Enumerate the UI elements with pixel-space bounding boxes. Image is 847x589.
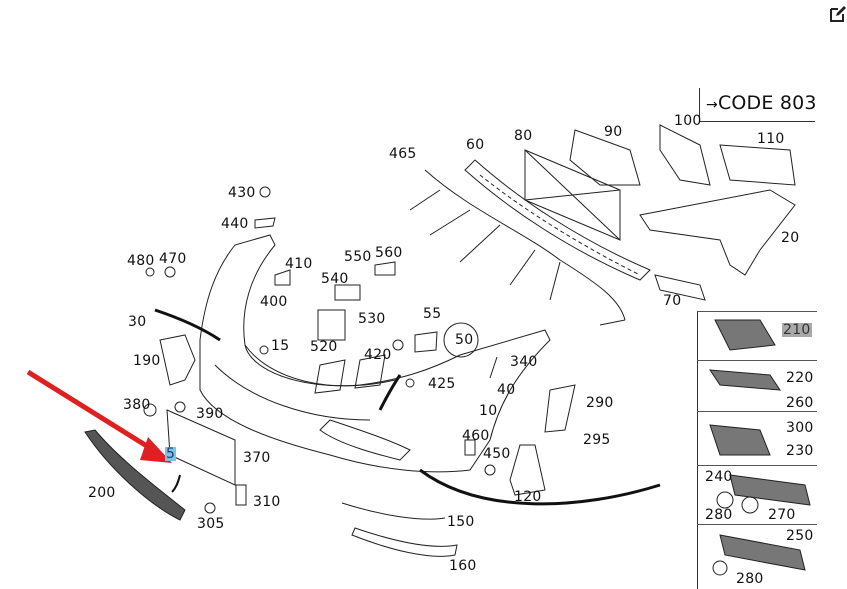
part-label-550[interactable]: 550 [344, 249, 372, 265]
part-label-210[interactable]: 210 [782, 322, 812, 338]
panel-divider [697, 524, 817, 525]
part-label-470[interactable]: 470 [159, 251, 187, 267]
part-label-5-highlighted[interactable]: 5 [165, 446, 177, 462]
part-label-160[interactable]: 160 [449, 558, 477, 574]
part-label-120[interactable]: 120 [514, 489, 542, 505]
license-plate-holder-shape [166, 409, 236, 486]
part-label-465[interactable]: 465 [389, 146, 417, 162]
part-label-230[interactable]: 230 [786, 443, 814, 459]
part-label-200[interactable]: 200 [88, 485, 116, 501]
code-label: →︎CODE 803 [706, 92, 817, 114]
part-label-540[interactable]: 540 [321, 271, 349, 287]
part-label-80[interactable]: 80 [514, 128, 533, 144]
part-label-300[interactable]: 300 [786, 420, 814, 436]
part-label-480[interactable]: 480 [127, 253, 155, 269]
part-label-340[interactable]: 340 [510, 354, 538, 370]
lower-grille-shape [84, 429, 186, 521]
part-label-150[interactable]: 150 [447, 514, 475, 530]
part-label-90[interactable]: 90 [604, 124, 623, 140]
part-label-305[interactable]: 305 [197, 516, 225, 532]
part-label-400[interactable]: 400 [260, 294, 288, 310]
edit-icon[interactable] [829, 5, 847, 23]
part-label-450[interactable]: 450 [483, 446, 511, 462]
part-label-40[interactable]: 40 [497, 382, 516, 398]
part-label-10[interactable]: 10 [479, 403, 498, 419]
part-label-295[interactable]: 295 [583, 432, 611, 448]
part-label-380[interactable]: 380 [123, 397, 151, 413]
part-label-270[interactable]: 270 [768, 507, 796, 523]
panel-divider [697, 465, 817, 466]
part-label-460[interactable]: 460 [462, 428, 490, 444]
part-label-70[interactable]: 70 [663, 293, 682, 309]
bumper-beam-shape [464, 159, 651, 281]
arrow-right-icon: →︎ [706, 97, 718, 113]
part-label-60[interactable]: 60 [466, 137, 485, 153]
part-label-370[interactable]: 370 [243, 450, 271, 466]
part-label-560[interactable]: 560 [375, 245, 403, 261]
part-label-55[interactable]: 55 [423, 306, 442, 322]
part-label-520[interactable]: 520 [310, 339, 338, 355]
part-label-530[interactable]: 530 [358, 311, 386, 327]
part-label-110[interactable]: 110 [757, 131, 785, 147]
part-label-280b[interactable]: 280 [736, 571, 764, 587]
panel-divider [697, 411, 817, 412]
part-label-30[interactable]: 30 [128, 314, 147, 330]
part-label-220[interactable]: 220 [786, 370, 814, 386]
part-label-190[interactable]: 190 [133, 353, 161, 369]
code-callout-frame [699, 88, 815, 122]
part-label-420[interactable]: 420 [364, 347, 392, 363]
red-pointer-arrow [26, 369, 160, 456]
part-label-50[interactable]: 50 [455, 332, 474, 348]
part-label-290[interactable]: 290 [586, 395, 614, 411]
part-label-390[interactable]: 390 [196, 406, 224, 422]
variant-side-panel [697, 311, 818, 589]
wiring-harness-shape [424, 169, 626, 321]
part-label-100[interactable]: 100 [674, 113, 702, 129]
bumper-cover-shape [199, 234, 551, 473]
part-label-240[interactable]: 240 [705, 469, 733, 485]
part-label-260[interactable]: 260 [786, 395, 814, 411]
panel-divider [697, 360, 817, 361]
part-label-280[interactable]: 280 [705, 507, 733, 523]
part-label-430[interactable]: 430 [228, 185, 256, 201]
part-label-425[interactable]: 425 [428, 376, 456, 392]
part-label-250[interactable]: 250 [786, 528, 814, 544]
part-label-440[interactable]: 440 [221, 216, 249, 232]
part-label-20[interactable]: 20 [781, 230, 800, 246]
part-label-15[interactable]: 15 [271, 338, 290, 354]
part-label-310[interactable]: 310 [253, 494, 281, 510]
panel-divider [697, 311, 817, 312]
part-label-410[interactable]: 410 [285, 256, 313, 272]
